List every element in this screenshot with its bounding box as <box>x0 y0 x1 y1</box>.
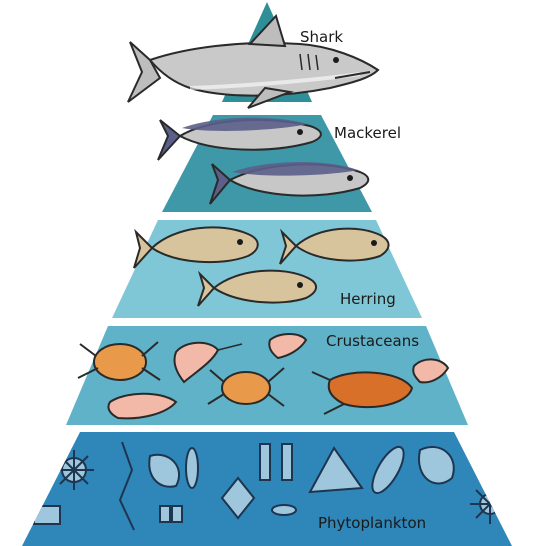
phytoplankton-cell <box>185 447 199 489</box>
phytoplankton-cell <box>159 505 171 523</box>
phytoplankton-cell <box>371 445 405 495</box>
phytoplankton-illustration <box>33 441 510 531</box>
phytoplankton-cell <box>281 443 293 481</box>
label-herring: Herring <box>340 290 396 308</box>
shrimp <box>107 392 178 420</box>
label-phytoplankton: Phytoplankton <box>318 514 426 532</box>
phytoplankton-cell <box>148 453 181 488</box>
mackerel-illustration <box>157 117 370 205</box>
crustaceans-illustration <box>77 333 450 420</box>
phytoplankton-cell <box>171 505 183 523</box>
phytoplankton-cell <box>33 505 61 525</box>
herring-fish <box>197 269 317 307</box>
crab <box>207 367 285 407</box>
shrimp <box>173 341 243 384</box>
phytoplankton-cell <box>118 441 135 531</box>
phytoplankton-cell <box>271 504 297 516</box>
mackerel-fish <box>209 161 370 205</box>
phytoplankton-cell <box>259 443 271 481</box>
shrimp <box>268 333 308 360</box>
phytoplankton-cell <box>220 476 256 520</box>
herring-fish <box>279 227 390 265</box>
phytoplankton-cell <box>470 484 510 524</box>
shrimp <box>412 358 450 384</box>
label-crustaceans: Crustaceans <box>326 332 419 350</box>
label-mackerel: Mackerel <box>334 124 401 142</box>
mackerel-fish <box>157 117 322 161</box>
phytoplankton-cell <box>417 445 455 485</box>
shark-illustration <box>127 14 380 109</box>
phytoplankton-cell <box>308 446 364 494</box>
label-shark: Shark <box>300 28 343 46</box>
phytoplankton-cell <box>54 450 94 490</box>
crab <box>77 341 161 381</box>
herring-illustration <box>133 226 390 307</box>
herring-fish <box>133 226 259 269</box>
lobster <box>311 371 414 415</box>
